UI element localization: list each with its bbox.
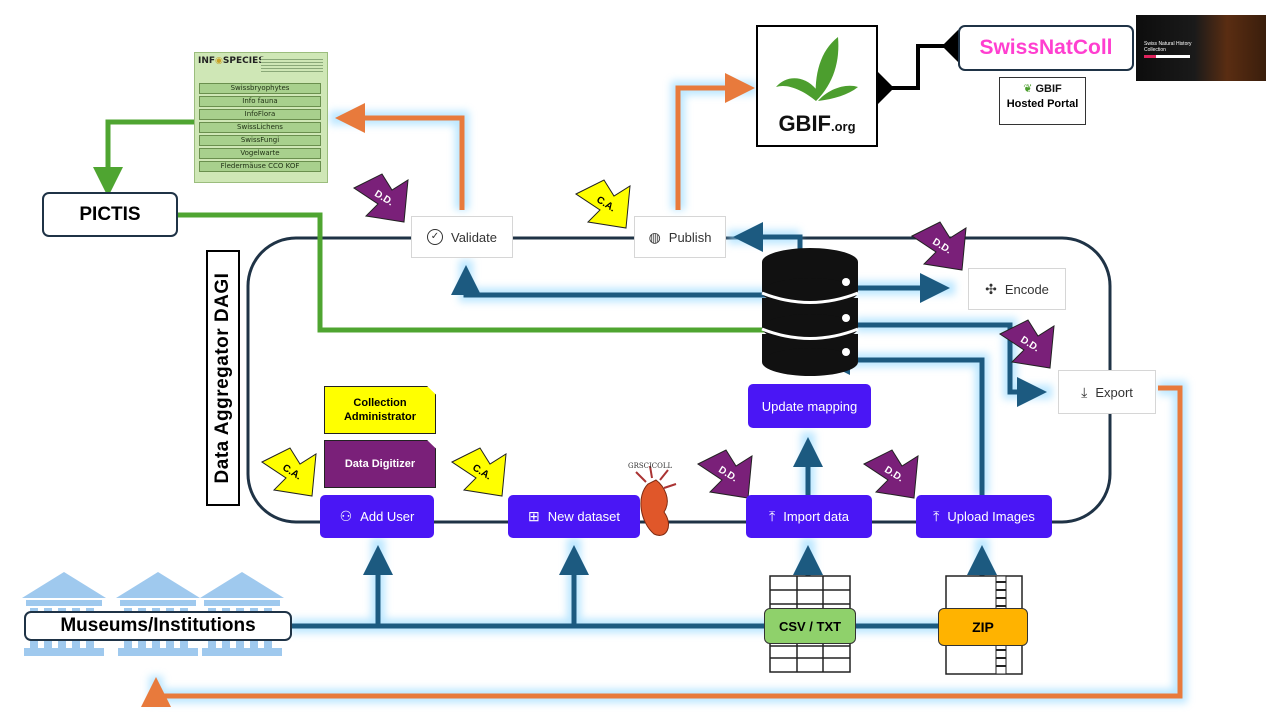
infospecies-header-lines xyxy=(261,57,323,73)
banner-title: Swiss Natural History Collection xyxy=(1144,41,1192,53)
swiss-natural-history-banner: Swiss Natural History Collection xyxy=(1136,15,1266,81)
download-icon: ⤓ xyxy=(1081,383,1088,400)
validate-node[interactable]: ✓ Validate xyxy=(411,216,513,258)
upload-icon: ⤒ xyxy=(769,508,776,524)
export-label: Export xyxy=(1095,384,1133,400)
ca-arrow-publish xyxy=(575,179,631,229)
dd-arrow-validate xyxy=(353,173,409,223)
data-digitizer-legend: Data Digitizer xyxy=(324,440,436,488)
zip-label: ZIP xyxy=(972,619,994,635)
infospecies-logo-right: SPECIES xyxy=(222,56,265,66)
update-mapping-label: Update mapping xyxy=(761,398,858,414)
museums-institutions-box: Museums/Institutions xyxy=(24,611,292,641)
csv-txt-badge: CSV / TXT xyxy=(764,608,856,644)
zip-badge: ZIP xyxy=(938,608,1028,646)
infospecies-item: InfoFlora xyxy=(199,109,321,120)
new-dataset-label: New dataset xyxy=(547,509,620,524)
upload-images-label: Upload Images xyxy=(947,509,1035,524)
import-data-node[interactable]: ⤒ Import data xyxy=(746,495,872,538)
gbif-wordmark: GBIF.org xyxy=(758,111,876,137)
pictis-box: PICTIS xyxy=(42,192,178,237)
encode-label: Encode xyxy=(1004,281,1049,297)
pictis-label: PICTIS xyxy=(79,203,141,225)
infospecies-item: Vogelwarte xyxy=(199,148,321,159)
dagi-vertical-title: Data Aggregator DAGI xyxy=(206,250,240,506)
museums-institutions-label: Museums/Institutions xyxy=(60,615,256,636)
globe-icon: ◍ xyxy=(648,228,661,245)
csv-txt-label: CSV / TXT xyxy=(778,618,842,634)
dd-arrow-export xyxy=(999,319,1055,369)
dd-arrow-encode xyxy=(911,221,967,271)
dd-arrow-upload xyxy=(863,449,919,499)
new-dataset-node[interactable]: ⊞ New dataset xyxy=(508,495,640,538)
gbif-swissnatcoll-link xyxy=(862,30,974,104)
infospecies-panel: INF◉SPECIES Swissbryophytes Info fauna I… xyxy=(194,52,328,183)
gbif-box: GBIF.org xyxy=(756,25,878,147)
upload-images-node[interactable]: ⤒ Upload Images xyxy=(916,495,1052,538)
encode-node[interactable]: ✣ Encode xyxy=(968,268,1066,310)
infospecies-item: Fledermäuse CCO KOF xyxy=(199,161,321,172)
grid-icon: ⊞ xyxy=(528,508,540,524)
infospecies-logo: INF◉SPECIES xyxy=(198,56,265,66)
green-flow-lines xyxy=(93,119,805,345)
collection-administrator-label: Collection Administrator xyxy=(343,397,417,423)
update-mapping-node[interactable]: Update mapping xyxy=(748,384,871,428)
infospecies-item: Info fauna xyxy=(199,96,321,107)
swissnatcoll-label: SwissNatColl xyxy=(979,36,1113,59)
data-digitizer-label: Data Digitizer xyxy=(344,458,416,470)
infospecies-logo-left: INF xyxy=(198,56,216,66)
ca-arrow-add-user xyxy=(261,447,317,497)
validate-label: Validate xyxy=(450,229,497,245)
upload-icon: ⤒ xyxy=(933,508,940,524)
publish-label: Publish xyxy=(668,229,712,245)
check-circle-icon: ✓ xyxy=(426,229,443,245)
collection-administrator-legend: Collection Administrator xyxy=(324,386,436,434)
dagi-title-text: Data Aggregator DAGI xyxy=(212,272,233,484)
gbif-leaf-logo xyxy=(776,37,858,101)
dd-arrow-import xyxy=(697,449,753,499)
gbif-label: GBIF xyxy=(778,111,831,136)
role-arrows xyxy=(261,173,1055,499)
import-data-label: Import data xyxy=(783,509,849,524)
gbif-hosted-portal-box: ❦ GBIF Hosted Portal xyxy=(999,77,1086,125)
small-leaf-icon: ❦ xyxy=(1023,83,1033,95)
gbif-hosted-small-logo: ❦ GBIF xyxy=(1000,82,1085,95)
swissnatcoll-box[interactable]: SwissNatColl xyxy=(958,25,1134,71)
banner-search-bar xyxy=(1144,55,1190,58)
ca-arrow-new-dataset xyxy=(451,447,507,497)
add-user-node[interactable]: ⚇ Add User xyxy=(320,495,434,538)
gbif-suffix: .org xyxy=(831,119,856,134)
infospecies-logo-mark: ◉ xyxy=(215,56,223,66)
infospecies-item: SwissLichens xyxy=(199,122,321,133)
grscicoll-label: GRSCICOLL xyxy=(628,462,673,470)
infospecies-item: Swissbryophytes xyxy=(199,83,321,94)
database-icon xyxy=(761,248,859,376)
puzzle-icon: ✣ xyxy=(985,280,997,297)
orange-flow-lines xyxy=(141,73,1183,707)
gbif-hosted-portal-label: Hosted Portal xyxy=(1006,98,1079,110)
add-user-icon: ⚇ xyxy=(339,508,353,524)
infospecies-item: SwissFungi xyxy=(199,135,321,146)
add-user-label: Add User xyxy=(360,509,415,524)
export-node[interactable]: ⤓ Export xyxy=(1058,370,1156,414)
banner-search-accent xyxy=(1144,55,1156,58)
publish-node[interactable]: ◍ Publish xyxy=(634,216,726,258)
gbif-hosted-small-label: GBIF xyxy=(1035,83,1062,95)
grscicoll-mascot-icon xyxy=(635,465,677,536)
